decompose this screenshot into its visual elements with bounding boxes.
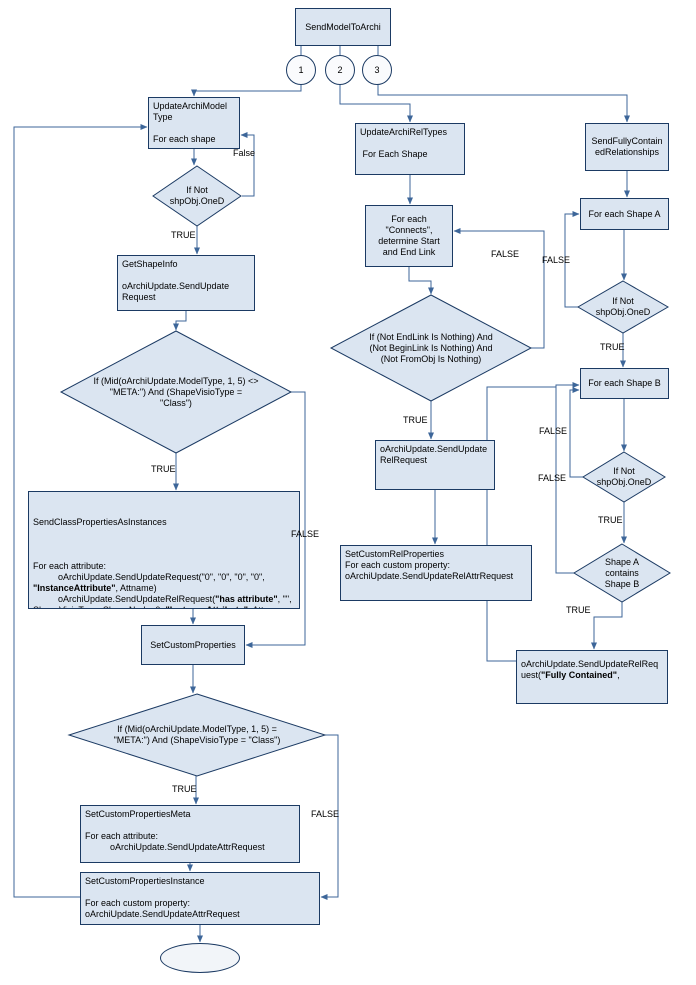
branch-label-true: TRUE bbox=[598, 515, 623, 525]
set-custom-properties-meta-box: SetCustomPropertiesMeta For each attribu… bbox=[80, 805, 300, 863]
edge-oned1-false-loop bbox=[240, 132, 255, 197]
decision-meta-eq-shape bbox=[67, 693, 327, 777]
decision-oned-a-shape bbox=[577, 280, 669, 334]
body-text: oArchiUpdate.SendUpdateRelRequest( bbox=[33, 594, 216, 604]
connector-ref-3: 3 bbox=[362, 55, 392, 85]
body-text: oArchiUpdate.SendUpdateRelRequest( bbox=[521, 659, 659, 680]
edge-ref1-to-update-model-type bbox=[191, 85, 302, 97]
send-class-properties-body: For each attribute: oArchiUpdate.SendUpd… bbox=[33, 561, 295, 608]
decision-meta-neq-shape bbox=[59, 330, 293, 454]
decision-links-shape bbox=[329, 294, 533, 402]
decision-contains-shape bbox=[573, 543, 671, 603]
get-shape-info-box: GetShapeInfo oArchiUpdate.SendUpdate Req… bbox=[117, 255, 255, 311]
send-fully-contained-request-box: oArchiUpdate.SendUpdateRelRequest("Fully… bbox=[516, 650, 668, 704]
edge-links-false-loop bbox=[453, 228, 545, 349]
edge-contains-false-loop bbox=[555, 382, 580, 574]
edge-contains-true-to-rel-request bbox=[591, 602, 623, 650]
edge-meta-neq-false-to-set-custom-props bbox=[245, 391, 306, 648]
branch-label-true: TRUE bbox=[566, 605, 591, 615]
edge-oned-b-false-loop bbox=[569, 387, 583, 478]
body-text: , bbox=[617, 670, 620, 680]
start-node: SendModelToArchi bbox=[295, 8, 391, 46]
send-update-rel-request-box: oArchiUpdate.SendUpdate RelRequest bbox=[375, 440, 495, 490]
edge-ref2-to-update-rel-types bbox=[339, 85, 413, 123]
branch-label-true: TRUE bbox=[151, 464, 176, 474]
branch-label-false: FALSE bbox=[291, 529, 320, 539]
branch-label-false: FALSE bbox=[491, 249, 520, 259]
decision-oned1-shape bbox=[152, 165, 242, 227]
set-custom-properties-box: SetCustomProperties bbox=[141, 625, 245, 665]
body-text: For each attribute: bbox=[33, 561, 107, 571]
decision-oned-b-shape bbox=[582, 451, 666, 503]
bold-literal: "has attribute" bbox=[215, 594, 278, 604]
set-custom-properties-instance-box: SetCustomPropertiesInstance For each cus… bbox=[80, 872, 320, 925]
update-archi-rel-types-box: UpdateArchiRelTypes For Each Shape bbox=[355, 123, 465, 175]
body-text: oArchiUpdate.SendUpdateRequest("0", "0",… bbox=[33, 572, 268, 582]
branch-label-true: TRUE bbox=[172, 784, 197, 794]
body-text: , Attname, 0, "", "") bbox=[33, 605, 291, 608]
send-class-properties-as-instances-box: SendClassPropertiesAsInstances For each … bbox=[28, 491, 300, 609]
branch-label-true: TRUE bbox=[403, 415, 428, 425]
connector-ref-1: 1 bbox=[286, 55, 316, 85]
branch-label-true: TRUE bbox=[600, 342, 625, 352]
body-text: , Attname) bbox=[115, 583, 157, 593]
send-fully-contained-relationships-box: SendFullyContain edRelationships bbox=[585, 123, 669, 171]
send-class-properties-title: SendClassPropertiesAsInstances bbox=[33, 517, 167, 527]
set-custom-rel-properties-box: SetCustomRelProperties For each custom p… bbox=[340, 545, 532, 601]
edge-shape-loop-back bbox=[13, 124, 148, 898]
edge-ref3-to-send-fully-contained bbox=[377, 85, 630, 123]
edge-get-shape-info-to-meta-neq bbox=[173, 311, 187, 331]
connector-ref-2: 2 bbox=[325, 55, 355, 85]
edge-oned-a-false-loop bbox=[564, 211, 580, 308]
branch-label-true: TRUE bbox=[171, 230, 196, 240]
bold-literal: "InstanceAttribute" bbox=[165, 605, 248, 608]
branch-label-false: FALSE bbox=[538, 473, 567, 483]
for-each-shape-a-box: For each Shape A bbox=[580, 198, 669, 230]
for-each-connects-box: For each "Connects", determine Start and… bbox=[365, 205, 453, 267]
body-text: , "", ShapeVisioType, ShapeNode, 0, bbox=[33, 594, 292, 608]
branch-label-false: FALSE bbox=[542, 255, 571, 265]
for-each-shape-b-box: For each Shape B bbox=[580, 368, 669, 399]
branch-label-false: FALSE bbox=[539, 426, 568, 436]
branch-label-false: False bbox=[233, 148, 256, 158]
edge-connects-to-links-check bbox=[408, 267, 434, 295]
end-terminator bbox=[160, 943, 240, 973]
bold-literal: "InstanceAttribute" bbox=[33, 583, 116, 593]
bold-literal: "Fully Contained" bbox=[541, 670, 618, 680]
edge-meta-eq-false-to-instance-box bbox=[320, 734, 339, 900]
branch-label-false: FALSE bbox=[311, 809, 340, 819]
edge-fully-contained-req-loop-back bbox=[486, 386, 556, 662]
update-archi-model-type-box: UpdateArchiModel Type For each shape bbox=[148, 97, 240, 149]
